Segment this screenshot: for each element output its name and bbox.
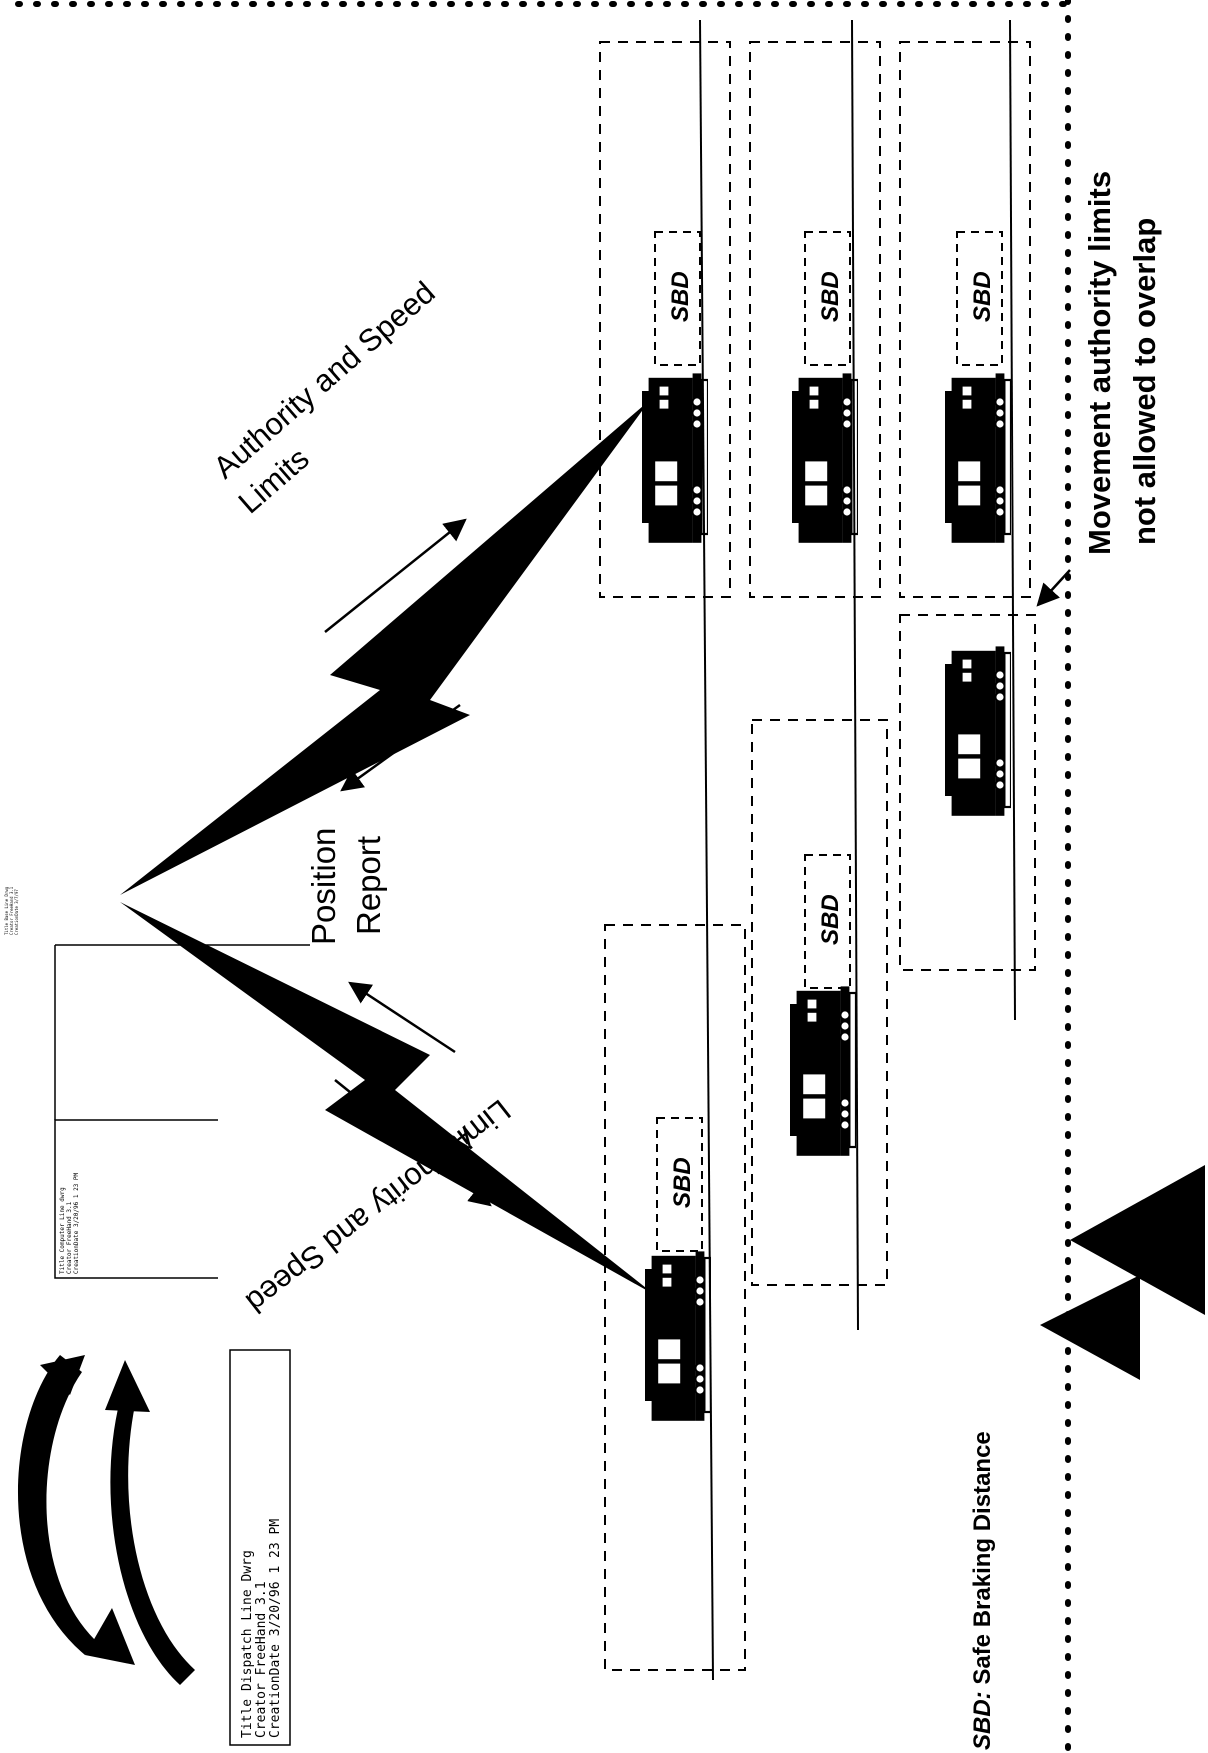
track-line	[851, 19, 859, 1331]
sbd-label: SBD	[817, 271, 844, 322]
legend-abbr: SBD:	[969, 1691, 996, 1750]
sbd-box	[956, 231, 1003, 366]
locomotive-icon	[642, 372, 708, 544]
tiny-box-line3: CreationDate 3/7/97	[14, 889, 19, 935]
arrow-overlap	[1036, 569, 1071, 607]
dispatch-box	[229, 1349, 291, 1746]
curved-arrow-left-head	[85, 1608, 135, 1665]
sbd-label: SBD	[969, 271, 996, 322]
label-authority-speed-upper: Authority and Speed	[207, 275, 442, 486]
sbd-label: SBD	[817, 894, 844, 945]
computer-box	[54, 1119, 218, 1279]
computer-box-line3: CreationDate 3/20/96 1 23 PM	[73, 1172, 80, 1274]
computer-box-line1: Title Computer Line dwrg	[59, 1187, 66, 1274]
locomotive-icon	[945, 645, 1011, 817]
curved-arrow-right-head	[105, 1360, 150, 1412]
authority-box	[899, 614, 1036, 971]
arrow-up-left	[348, 981, 456, 1054]
sbd-box	[804, 854, 851, 989]
label-movement-line1: Movement authority limits	[1082, 171, 1117, 555]
legend-sbd: SBD: Safe Braking Distance	[969, 1431, 996, 1750]
authority-box	[604, 924, 746, 1671]
curved-arrow-left-tail	[40, 1355, 85, 1395]
locomotive-icon	[790, 985, 856, 1157]
arrow-down-right	[334, 1079, 492, 1207]
arrow-up-right	[324, 518, 467, 633]
radio-link-upper	[120, 400, 650, 895]
label-movement-line2: not allowed to overlap	[1127, 218, 1162, 545]
triangle-marker	[1070, 1165, 1205, 1315]
track-line	[1009, 19, 1016, 1021]
dispatch-box-line2: Creator FreeHand 3.1	[254, 1581, 269, 1738]
sbd-label: SBD	[667, 271, 694, 322]
locomotive-icon	[645, 1250, 711, 1422]
sbd-box	[804, 231, 851, 366]
curved-arrow-left	[17, 1355, 95, 1655]
tiny-box-line2: Creator FreeHand 3.1	[9, 886, 14, 935]
locomotive-icon	[945, 372, 1011, 544]
label-report: Report	[350, 836, 387, 935]
dispatch-box-line1: Title Dispatch Line Dwrg	[240, 1550, 255, 1738]
dispatch-box-line3: CreationDate 3/20/96 1 23 PM	[268, 1519, 283, 1738]
locomotive-icon	[792, 372, 858, 544]
triangle-marker	[1040, 1275, 1140, 1380]
legend-text: Safe Braking Distance	[969, 1431, 996, 1691]
label-position: Position	[305, 828, 342, 945]
arrow-down-left	[340, 703, 461, 792]
sbd-box	[654, 231, 701, 366]
computer-box-line2: Creator FreeHand 3.1	[66, 1201, 73, 1274]
tiny-box-line1: Title Base Line Drwg	[4, 886, 9, 935]
authority-box	[751, 719, 888, 1286]
radio-link-lower	[120, 902, 655, 1295]
sbd-label: SBD	[669, 1157, 696, 1208]
curved-arrow-right	[110, 1400, 195, 1685]
track-line	[699, 19, 714, 1681]
sbd-box	[656, 1117, 703, 1252]
